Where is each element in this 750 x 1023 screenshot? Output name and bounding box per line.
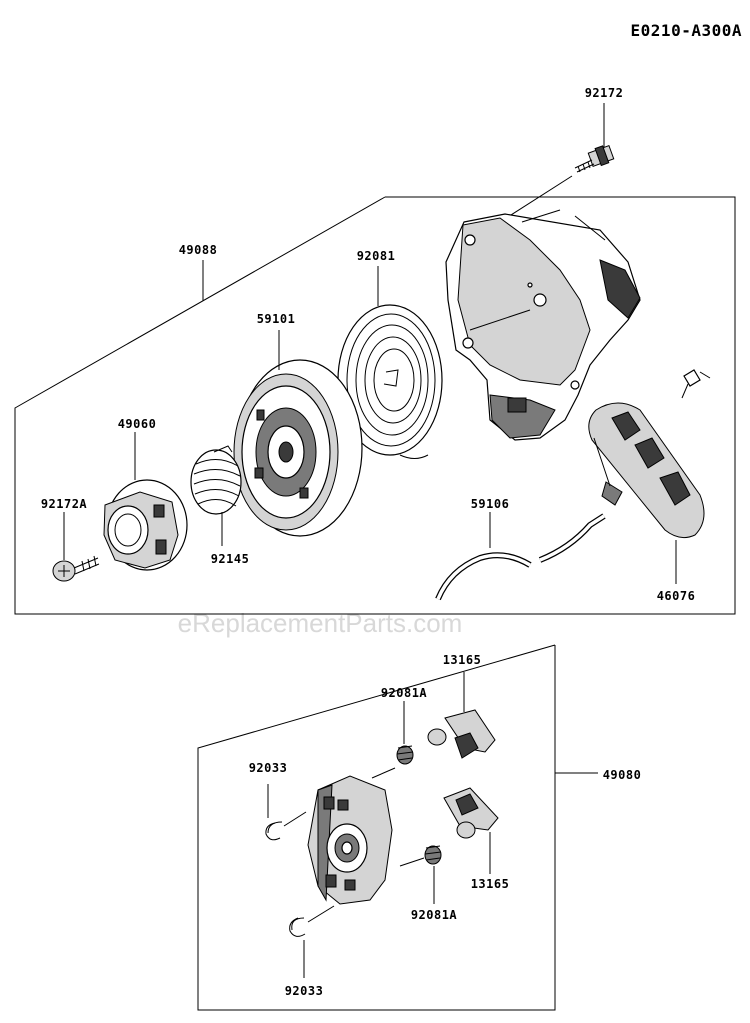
label-46076: 46076	[657, 589, 696, 603]
pawl-13165-bottom[interactable]	[443, 787, 499, 874]
spring-92081A-bottom[interactable]	[399, 845, 442, 904]
label-59106: 59106	[471, 497, 510, 511]
label-92172: 92172	[585, 86, 624, 100]
pawl-13165-top[interactable]	[427, 672, 496, 759]
screw-92172[interactable]	[499, 103, 615, 223]
label-59101: 59101	[257, 312, 296, 326]
upper-assembly-frame	[14, 196, 736, 615]
label-92033-left: 92033	[249, 761, 288, 775]
rope-59106[interactable]	[435, 512, 606, 601]
coil-spring-92145[interactable]	[190, 445, 242, 546]
label-13165-top: 13165	[443, 653, 482, 667]
label-92081A-bottom: 92081A	[411, 908, 458, 922]
reel-59101[interactable]	[233, 359, 363, 537]
watermark: eReplacementParts.com	[178, 608, 463, 638]
label-49060: 49060	[118, 417, 157, 431]
screw-92172A[interactable]	[52, 512, 100, 582]
lower-assembly-frame	[197, 644, 556, 1011]
label-49088: 49088	[179, 243, 218, 257]
label-49080: 49080	[603, 768, 642, 782]
e-clip-92033-bottom[interactable]	[289, 905, 335, 978]
label-92172A: 92172A	[41, 497, 88, 511]
label-92145: 92145	[211, 552, 250, 566]
ratchet-49060[interactable]	[103, 432, 188, 571]
label-92081A-top: 92081A	[381, 686, 428, 700]
label-92033-bottom: 92033	[285, 984, 324, 998]
e-clip-92033-left[interactable]	[265, 784, 307, 841]
recoil-housing[interactable]	[445, 209, 641, 441]
diagram-code: E0210-A300A	[631, 21, 742, 40]
handle-46076[interactable]	[588, 369, 711, 584]
label-13165-bottom: 13165	[471, 877, 510, 891]
label-92081: 92081	[357, 249, 396, 263]
spring-92081A-top[interactable]	[371, 701, 414, 779]
ratchet-plate[interactable]	[307, 775, 393, 905]
